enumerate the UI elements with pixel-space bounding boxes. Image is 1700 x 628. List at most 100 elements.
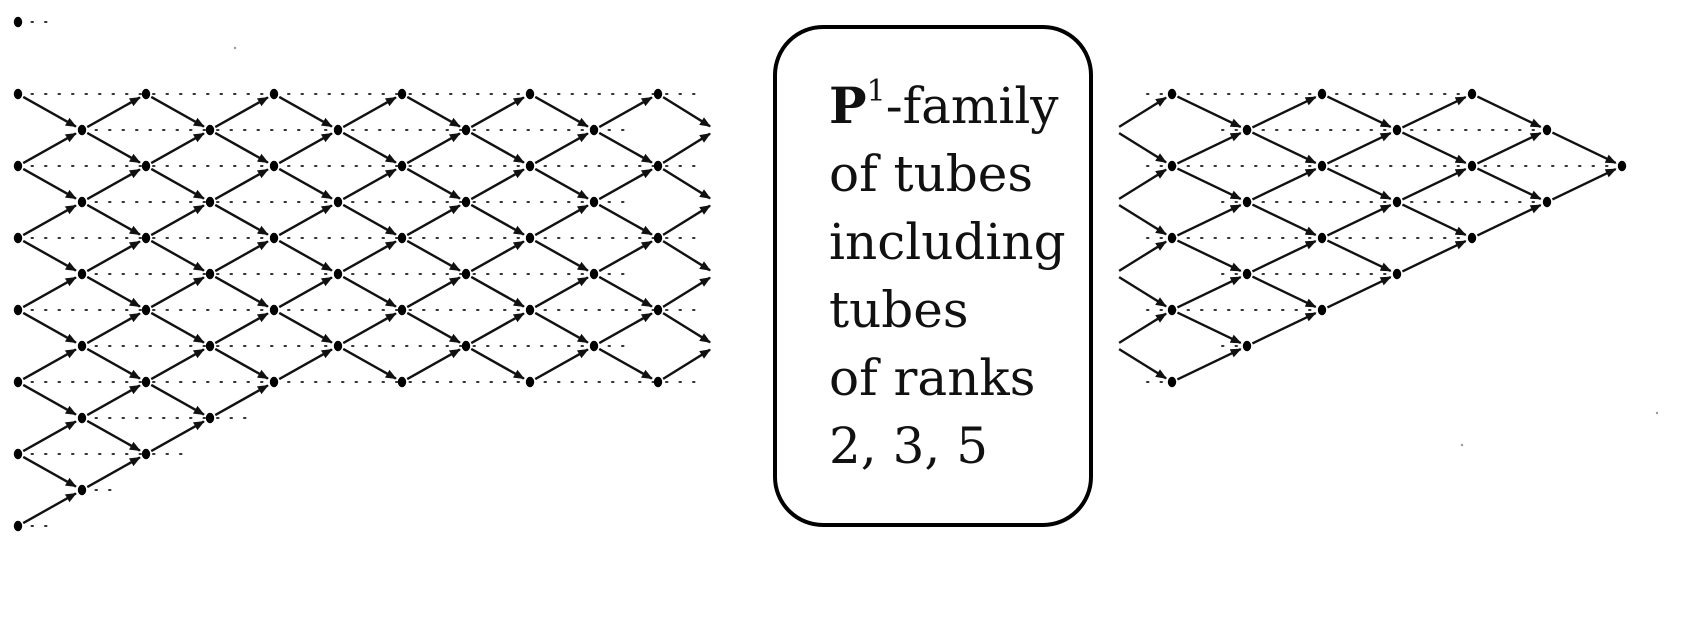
module-vertex xyxy=(13,232,23,244)
irreducible-map-arrow xyxy=(1176,275,1242,309)
irreducible-map-arrow xyxy=(1251,95,1317,129)
module-vertex xyxy=(397,232,407,244)
irreducible-map-arrow xyxy=(1176,203,1242,237)
irreducible-map-arrow xyxy=(1118,204,1167,236)
irreducible-map-arrow xyxy=(470,312,525,345)
module-vertex xyxy=(333,124,343,136)
irreducible-map-arrow xyxy=(342,203,397,236)
irreducible-map-arrow xyxy=(1251,275,1317,309)
irreducible-map-arrow xyxy=(342,347,397,380)
caption-line-2: of tubes xyxy=(829,145,1034,203)
module-vertex xyxy=(1467,88,1477,100)
irreducible-map-arrow xyxy=(1176,347,1242,381)
module-vertex xyxy=(141,304,151,316)
irreducible-map-arrow xyxy=(22,492,77,525)
irreducible-map-arrow xyxy=(150,420,205,453)
irreducible-map-arrow xyxy=(86,240,141,273)
irreducible-map-arrow xyxy=(150,95,205,128)
caption-line-4: tubes xyxy=(829,281,969,339)
irreducible-map-arrow xyxy=(214,275,269,308)
caption-line-3: including xyxy=(829,213,1066,271)
module-vertex xyxy=(13,304,23,316)
irreducible-map-arrow xyxy=(662,312,711,344)
module-vertex xyxy=(1167,160,1177,172)
irreducible-map-arrow xyxy=(22,204,77,237)
irreducible-map-arrow xyxy=(1251,203,1317,237)
irreducible-map-arrow xyxy=(1476,203,1542,237)
irreducible-map-arrow xyxy=(470,275,525,308)
module-vertex xyxy=(525,304,535,316)
module-vertex xyxy=(141,376,151,388)
irreducible-map-arrow xyxy=(22,239,77,272)
irreducible-map-arrow xyxy=(214,131,269,164)
irreducible-map-arrow xyxy=(1118,96,1167,128)
module-vertex xyxy=(77,196,87,208)
irreducible-map-arrow xyxy=(1401,167,1467,201)
irreducible-map-arrow xyxy=(1326,95,1392,129)
module-vertex xyxy=(77,412,87,424)
irreducible-map-arrow xyxy=(1326,239,1392,273)
module-vertex xyxy=(397,160,407,172)
module-vertex xyxy=(525,376,535,388)
irreducible-map-arrow xyxy=(598,96,653,129)
irreducible-map-arrow xyxy=(22,420,77,453)
irreducible-map-arrow xyxy=(150,276,205,309)
module-vertex xyxy=(653,232,663,244)
irreducible-map-arrow xyxy=(1118,132,1167,164)
irreducible-map-arrow xyxy=(662,96,711,128)
irreducible-map-arrow xyxy=(1118,168,1167,200)
irreducible-map-arrow xyxy=(598,131,653,164)
tube-family-caption-box: P1-family of tubes including tubes of ra… xyxy=(773,25,1093,527)
irreducible-map-arrow xyxy=(1401,239,1467,273)
irreducible-map-arrow xyxy=(278,204,333,237)
irreducible-map-arrow xyxy=(150,311,205,344)
irreducible-map-arrow xyxy=(534,132,589,165)
module-vertex xyxy=(653,304,663,316)
irreducible-map-arrow xyxy=(22,132,77,165)
irreducible-map-arrow xyxy=(662,132,711,164)
irreducible-map-arrow xyxy=(534,95,589,128)
irreducible-map-arrow xyxy=(1118,276,1167,308)
module-vertex xyxy=(653,88,663,100)
irreducible-map-arrow xyxy=(342,240,397,273)
module-vertex xyxy=(141,448,151,460)
irreducible-map-arrow xyxy=(150,167,205,200)
irreducible-map-arrow xyxy=(342,275,397,308)
irreducible-map-arrow xyxy=(278,348,333,381)
irreducible-map-arrow xyxy=(86,131,141,164)
caption-line-5: of ranks xyxy=(829,349,1036,407)
module-vertex xyxy=(1392,268,1402,280)
module-vertex xyxy=(269,232,279,244)
module-vertex xyxy=(1242,196,1252,208)
module-vertex xyxy=(1392,124,1402,136)
module-vertex xyxy=(525,88,535,100)
irreducible-map-arrow xyxy=(22,455,77,488)
irreducible-map-arrow xyxy=(406,348,461,381)
irreducible-map-arrow xyxy=(534,276,589,309)
irreducible-map-arrow xyxy=(1326,131,1392,165)
module-vertex xyxy=(333,340,343,352)
module-vertex xyxy=(333,196,343,208)
irreducible-map-arrow xyxy=(1251,311,1317,345)
irreducible-map-arrow xyxy=(150,239,205,272)
irreducible-map-arrow xyxy=(86,203,141,236)
projective-line-exponent: 1 xyxy=(866,74,886,109)
irreducible-map-arrow xyxy=(150,383,205,416)
irreducible-map-arrow xyxy=(86,419,141,452)
module-vertex xyxy=(1317,88,1327,100)
irreducible-map-arrow xyxy=(1176,131,1242,165)
irreducible-map-arrow xyxy=(22,383,77,416)
module-vertex xyxy=(141,160,151,172)
irreducible-map-arrow xyxy=(150,204,205,237)
irreducible-map-arrow xyxy=(150,132,205,165)
irreducible-map-arrow xyxy=(1326,275,1392,309)
module-vertex xyxy=(1392,196,1402,208)
irreducible-map-arrow xyxy=(278,311,333,344)
irreducible-map-arrow xyxy=(278,239,333,272)
module-vertex xyxy=(13,88,23,100)
module-vertex xyxy=(77,124,87,136)
module-vertex xyxy=(269,376,279,388)
stray-dot xyxy=(233,46,237,50)
irreducible-map-arrow xyxy=(406,311,461,344)
irreducible-map-arrow xyxy=(1326,203,1392,237)
